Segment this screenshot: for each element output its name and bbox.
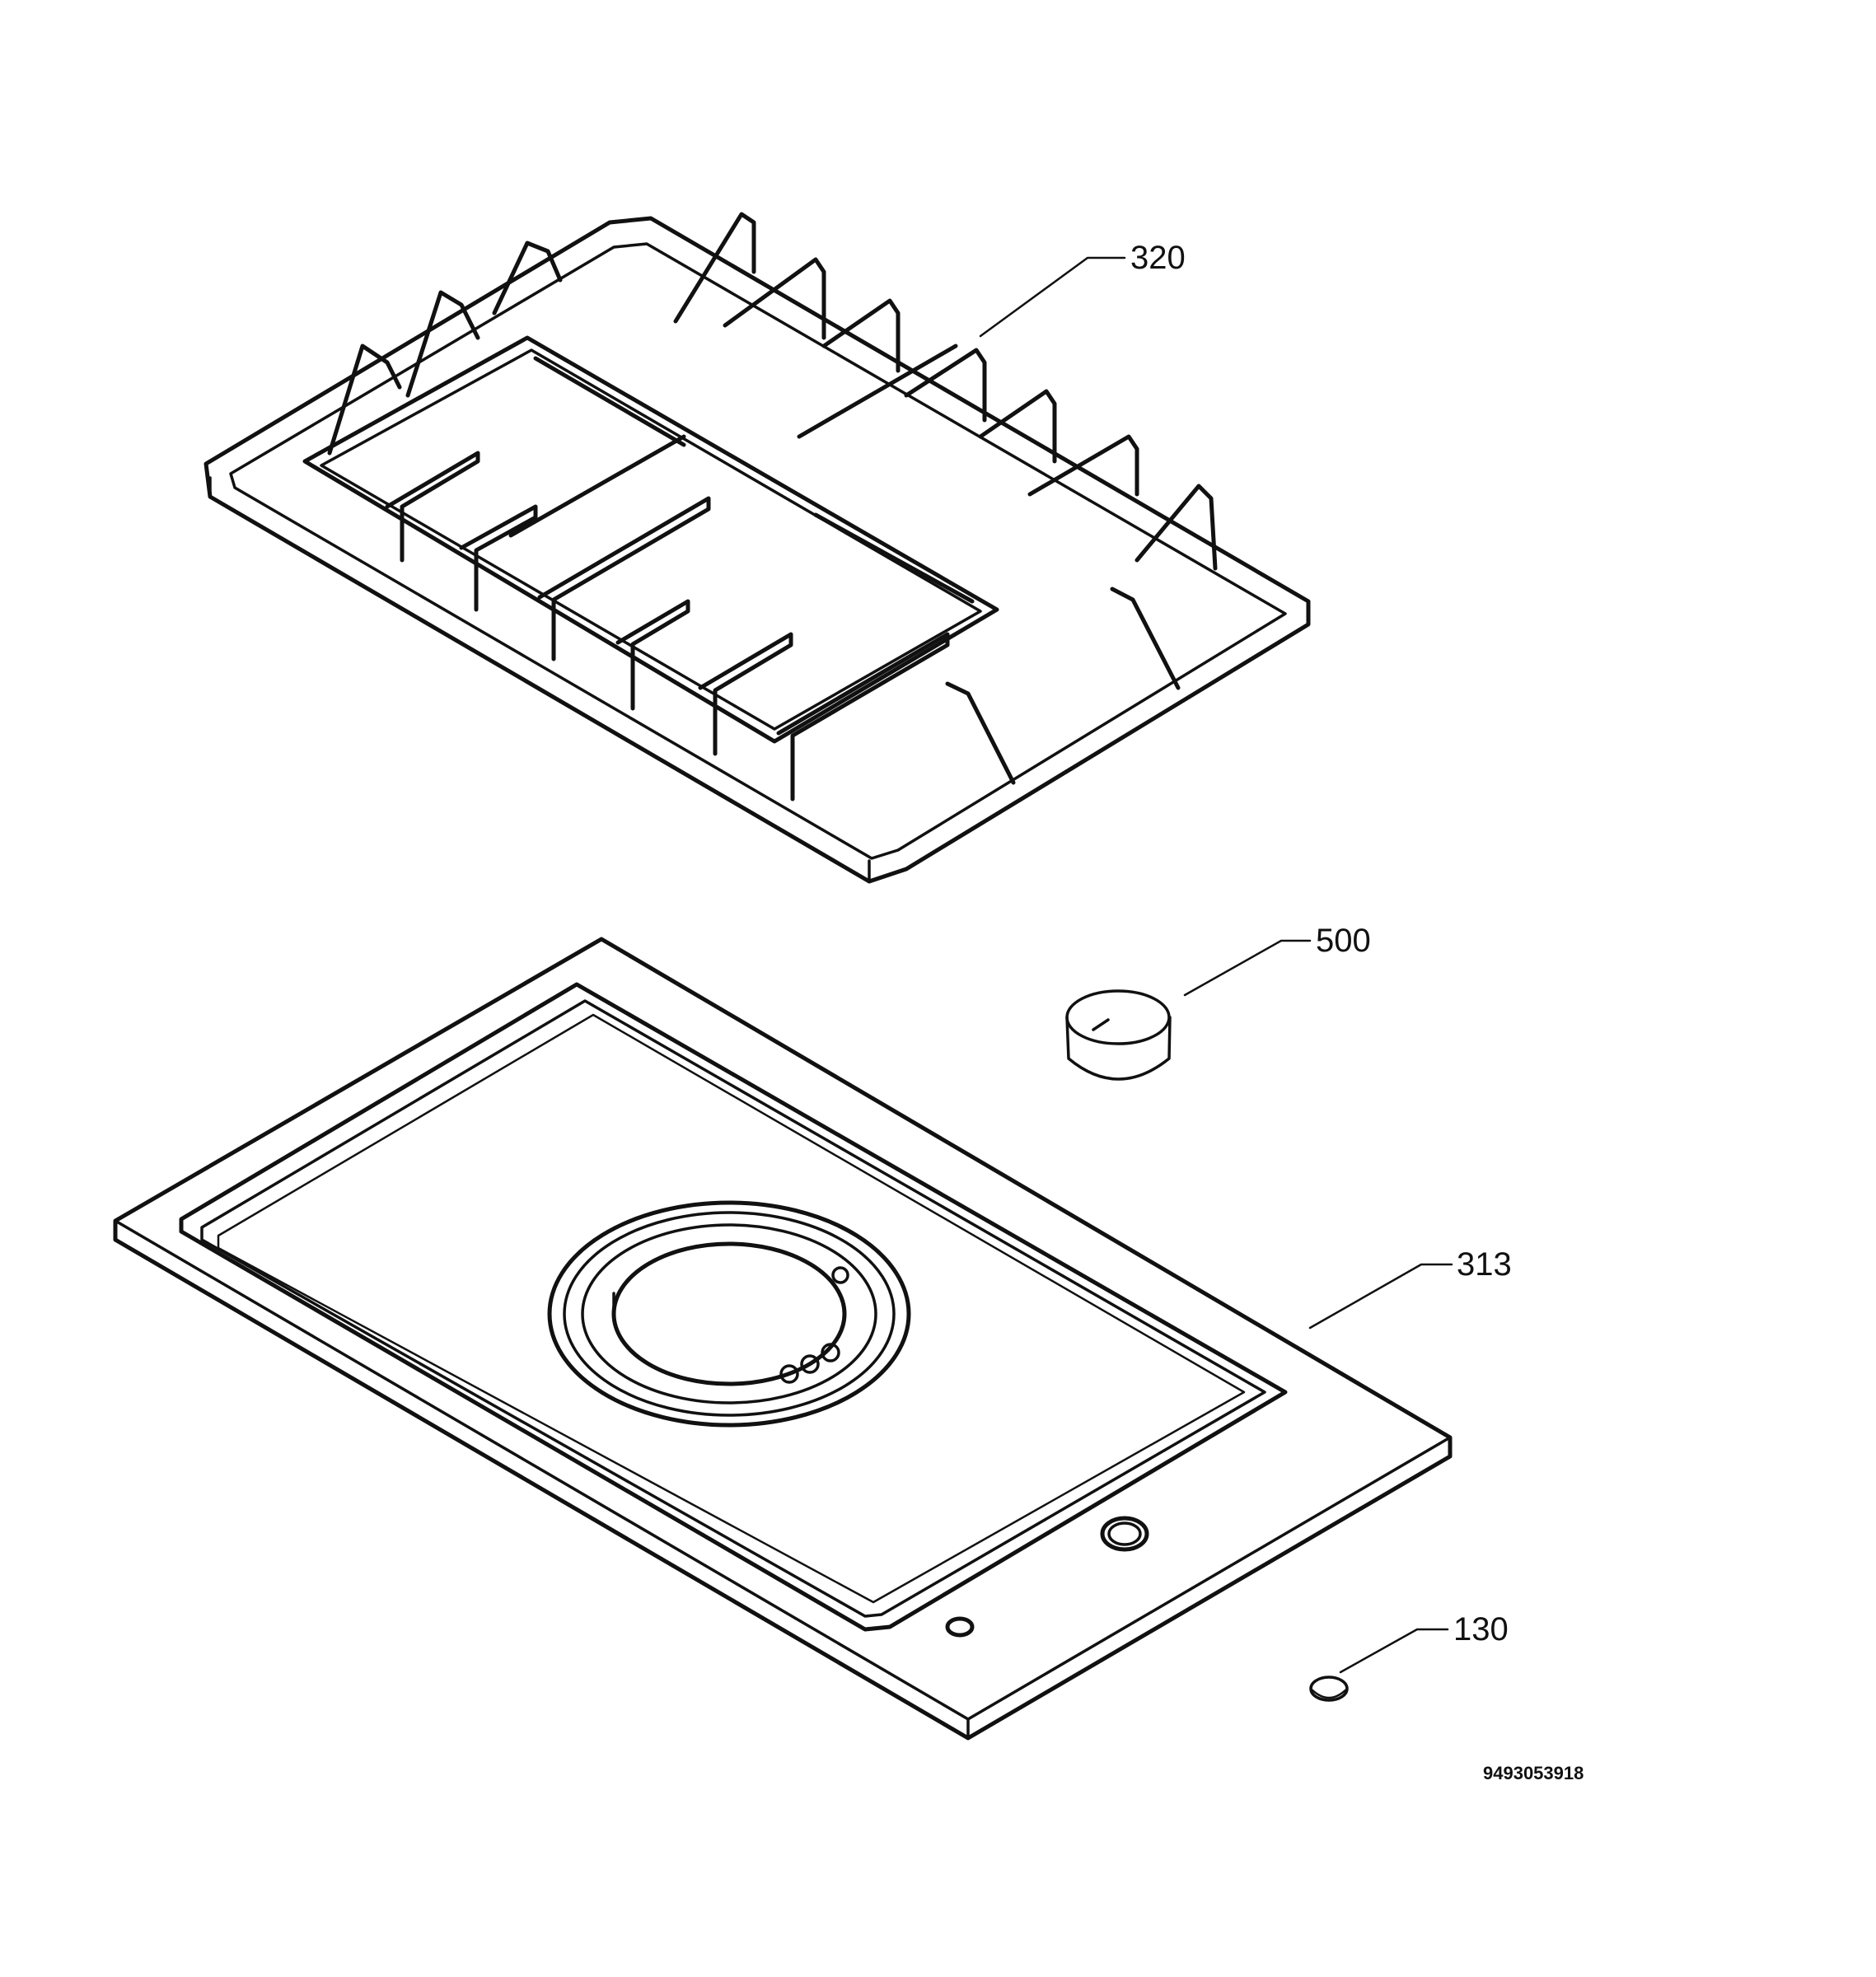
knob-hole [1100, 1516, 1149, 1552]
control-knob [1065, 989, 1172, 1081]
callout-130: 130 [1453, 1611, 1509, 1648]
hob-top-plate [113, 937, 1453, 1741]
small-cap [1309, 1676, 1349, 1702]
callout-leaders [979, 256, 1453, 1674]
callout-500: 500 [1316, 923, 1371, 959]
pan-support-grate [204, 212, 1311, 884]
callout-320: 320 [1130, 240, 1186, 276]
drawing-number: 9493053918 [1483, 1763, 1584, 1783]
callout-313: 313 [1457, 1246, 1512, 1283]
burner-ring [547, 1200, 911, 1428]
ignition-hole [945, 1616, 975, 1638]
